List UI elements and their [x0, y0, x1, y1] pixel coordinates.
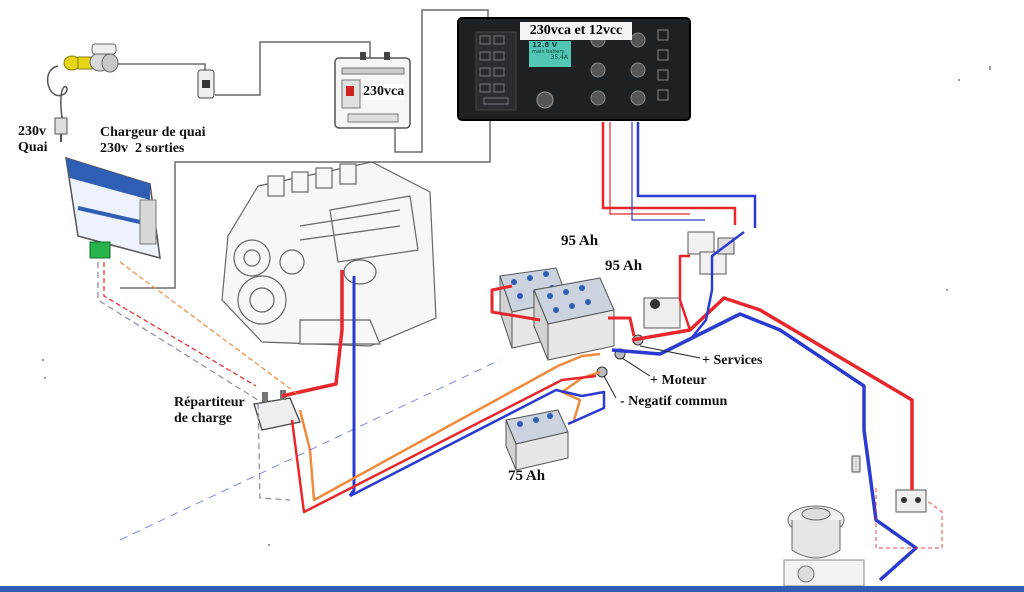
power-cables	[97, 231, 943, 582]
ac-wires	[118, 9, 491, 289]
charger-label: Chargeur de quai 230v 2 sorties	[100, 125, 206, 156]
services-label: + Services	[702, 353, 763, 368]
inline-fuse-icon	[197, 69, 215, 99]
charger-icon	[65, 156, 161, 260]
negatif-label: - Negatif commun	[620, 394, 728, 409]
shore-label: 230v Quai	[18, 124, 48, 155]
label-pointers	[603, 345, 701, 399]
bottom-bar	[0, 586, 1024, 592]
battery-95-b	[533, 277, 615, 361]
shore-plug-icon	[46, 43, 119, 142]
battery-75-label: 75 Ah	[508, 468, 546, 484]
panel-title: 230vca et 12vcc	[520, 22, 632, 40]
engine-icon	[221, 161, 437, 347]
windlass-icon	[783, 505, 865, 587]
panel-feed-wires	[601, 122, 757, 228]
windlass-relay	[851, 455, 927, 513]
lcd-name: main battery	[532, 49, 565, 55]
splitter-label: Répartiteur de charge	[174, 395, 245, 426]
moteur-label: + Moteur	[650, 373, 707, 388]
ac-box-label: 230vca	[363, 84, 405, 100]
battery-95-a-label: 95 Ah	[561, 233, 599, 249]
lcd-current: 35,4A	[550, 54, 568, 61]
battery-75	[505, 409, 569, 471]
lcd-voltage: 12.8 V	[532, 41, 558, 49]
battery-monitor-display: 12.8 V main battery 35,4A	[529, 41, 571, 67]
battery-95-b-label: 95 Ah	[605, 258, 643, 274]
margin-marks	[42, 66, 991, 546]
